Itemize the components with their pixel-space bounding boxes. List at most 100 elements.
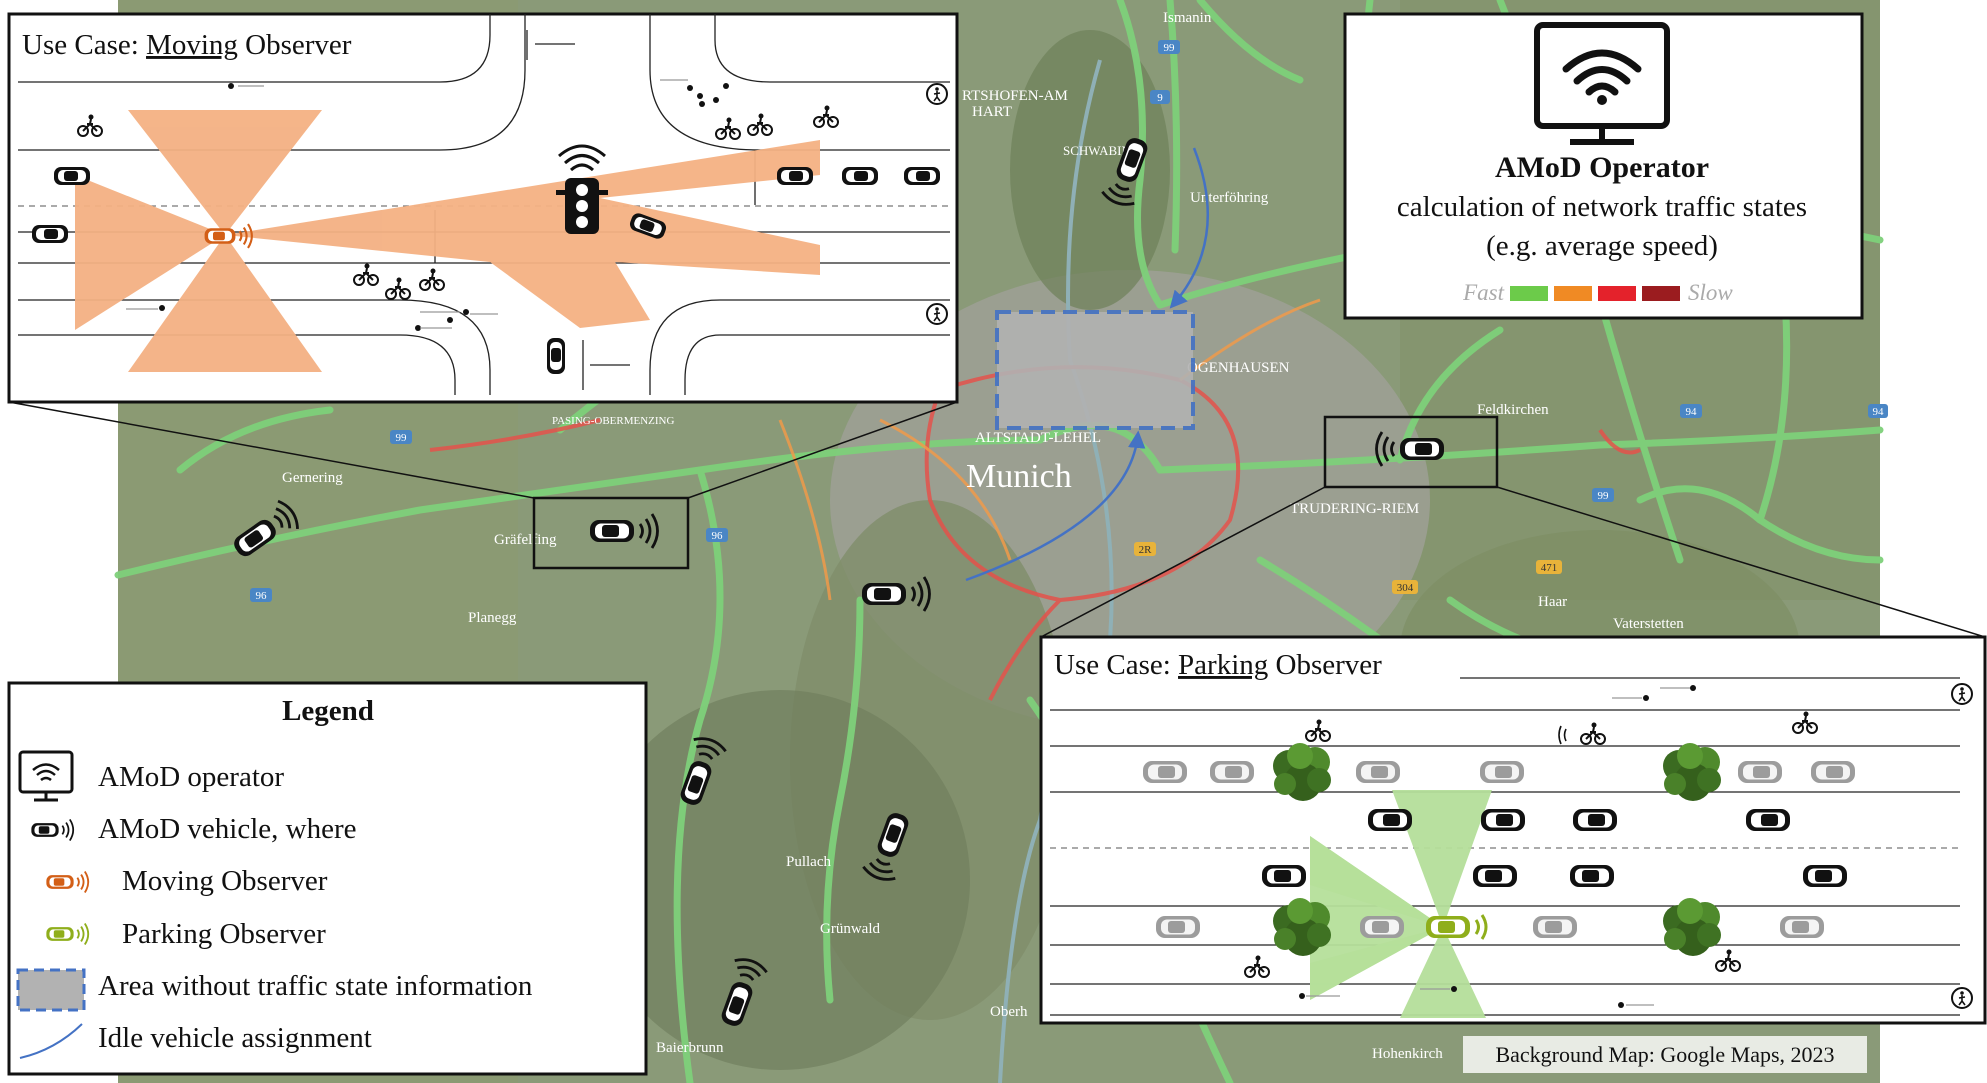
legend-item-unknown-area: Area without traffic state information [98,970,533,1002]
idle-assignment-arrow [1169,147,1209,309]
place-label: Feldkirchen [1477,402,1549,418]
pedestrian-sign-icon [926,83,948,105]
svg-text:96: 96 [256,590,268,602]
road-number-badge: 2R [1134,542,1156,556]
moving-observer-car-icon [204,223,253,249]
moving-observer-panel: Use Case: Moving Observer [7,12,959,404]
parked-car-icon [1533,916,1577,938]
legend-item-vehicle: AMoD vehicle, where [98,813,357,845]
place-label: Vaterstetten [1613,616,1684,632]
legend-operator-icon [18,750,74,802]
pedestrian-dots [1299,685,1696,1008]
city-label: Munich [966,458,1072,495]
car-icon [1570,865,1614,887]
place-label: ALTSTADT-LEHEL [975,430,1101,446]
road-number-badge: 99 [1158,40,1180,54]
parked-car-icon [1143,761,1187,783]
place-label: Oberh [990,1004,1028,1020]
car-icon [1803,865,1847,887]
place-label: Ismanin [1163,10,1212,26]
traffic-speed-scale [1510,286,1680,301]
road-number-badge: 94 [1680,404,1702,418]
legend-unknown-area-swatch [16,968,86,1012]
scale-slow-label: Slow [1688,280,1733,305]
parked-car-icon [1480,761,1524,783]
road-number-badge: 96 [250,588,272,602]
svg-text:96: 96 [712,530,724,542]
pedestrian-sign-icon [926,303,948,325]
place-label: PASING-OBERMENZING [552,415,674,427]
road-number-badge: 94 [1868,404,1888,418]
parked-car-icon [1360,916,1404,938]
car-icon [777,167,813,185]
pedestrian-arrows [126,79,688,329]
moving-observer-highlight [532,496,690,570]
place-label: TRUDERING-RIEM [1290,501,1419,517]
pedestrian-sign-icon [1951,683,1973,705]
place-label: OGENHAUSEN [1187,360,1290,376]
pedestrian-sign-icon [1951,987,1973,1009]
map-vehicles [227,134,1499,1031]
moving-sensor-cone [75,110,820,372]
place-label: HART [972,104,1012,120]
parked-car-icon [1356,761,1400,783]
place-label: RTSHOFEN-AM [962,88,1068,104]
operator-panel: AMoD Operator calculation of network tra… [1343,12,1864,320]
legend-title: Legend [282,695,374,727]
traffic-light-icon [556,144,608,234]
road-number-badge: 96 [706,528,728,542]
place-label: Gernering [282,470,343,486]
parking-observer-car-icon [1426,914,1488,940]
svg-text:471: 471 [1541,562,1558,574]
idle-assignment-arrow [965,430,1146,582]
scale-fast-label: Fast [1462,280,1505,305]
map-credit: Background Map: Google Maps, 2023 [1463,1036,1867,1073]
legend-moving-observer-icon [46,870,90,894]
legend-item-assignment: Idle vehicle assignment [98,1022,372,1054]
svg-text:304: 304 [1397,582,1414,594]
svg-text:94: 94 [1686,406,1698,418]
place-label: SCHWABING [1063,143,1140,158]
car-icon [54,167,90,185]
svg-text:99: 99 [1164,42,1176,54]
car-icon [1481,809,1525,831]
parked-car-icon [1811,761,1855,783]
parking-panel-title: Use Case: Parking Observer [1054,649,1382,681]
operator-title: AMoD Operator [1495,151,1709,184]
speed-scale-swatch [1554,286,1592,301]
svg-text:99: 99 [1598,490,1610,502]
zoom-connector-line [1496,486,1986,638]
car-icon [1262,865,1306,887]
parked-car-icon [1156,916,1200,938]
car-icon [1746,809,1790,831]
operator-line1: calculation of network traffic states [1397,191,1807,223]
zoom-connector-line [8,401,535,499]
parking-observer-panel: Use Case: Parking Observer [1039,635,1987,1025]
road-number-badge: 471 [1536,560,1562,574]
speed-scale-swatch [1598,286,1636,301]
place-label: Planegg [468,610,517,626]
place-label: Hohenkirch [1372,1046,1443,1062]
car-icon [1473,865,1517,887]
svg-text:99: 99 [396,432,408,444]
speed-scale-swatch [1642,286,1680,301]
bicycle-signal-icon [1558,725,1567,745]
place-label: Haar [1538,594,1567,610]
pedestrian-arrows [1306,687,1690,1006]
place-label: Baierbrunn [656,1040,724,1056]
car-icon [1368,809,1412,831]
zoom-connector-line [687,401,958,499]
legend-item-parking-observer: Parking Observer [122,918,326,950]
parked-car-icon [1210,761,1254,783]
car-icon [904,167,940,185]
place-label: Pullach [786,854,831,870]
car-icon [842,167,878,185]
legend-panel: Legend AMoD operator AMoD vehicle, where… [7,681,648,1076]
place-label: Unterföhring [1190,190,1269,206]
parking-observer-highlight [1323,415,1499,489]
legend-parking-observer-icon [46,922,90,946]
car-icon [547,338,565,374]
place-label: Grünwald [820,921,880,937]
